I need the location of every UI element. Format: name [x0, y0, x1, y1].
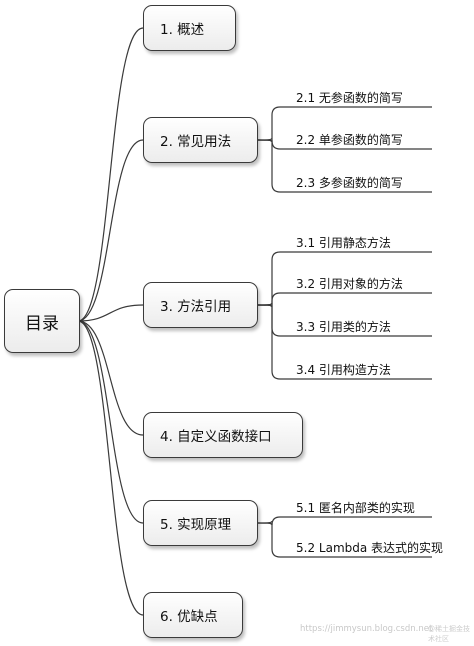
subtopic-label[interactable]: 5.2 Lambda 表达式的实现 [296, 541, 444, 555]
subtopic-label[interactable]: 2.1 无参函数的简写 [296, 91, 403, 105]
subtopic-label[interactable]: 3.1 引用静态方法 [296, 236, 391, 250]
connector-section5-subtopics [257, 522, 273, 526]
connector-section5-subtopics [271, 523, 432, 558]
subtopic-label[interactable]: 5.1 匿名内部类的实现 [296, 501, 415, 515]
section-node-common-usage[interactable]: 2. 常见用法 [143, 117, 258, 163]
connector-section2-subtopics [271, 106, 432, 140]
subtopic-label[interactable]: 2.2 单参函数的简写 [296, 133, 403, 147]
section-node-implementation-principle[interactable]: 5. 实现原理 [143, 500, 258, 546]
connector-root-to-section [77, 27, 144, 322]
section-label: 6. 优缺点 [160, 609, 218, 625]
root-node-toc[interactable]: 目录 [4, 289, 80, 353]
connector-section3-subtopics [271, 251, 432, 305]
section-node-overview[interactable]: 1. 概述 [143, 5, 236, 51]
connector-root-to-section [77, 320, 144, 616]
section-label: 4. 自定义函数接口 [160, 429, 272, 445]
connector-section3-subtopics [271, 292, 432, 305]
section-node-method-reference[interactable]: 3. 方法引用 [143, 282, 258, 328]
connector-section2-subtopics [257, 139, 273, 143]
root-label: 目录 [25, 313, 59, 334]
connector-section5-subtopics [271, 516, 432, 526]
subtopic-label[interactable]: 3.2 引用对象的方法 [296, 277, 403, 291]
connector-root-to-section [77, 320, 144, 436]
section-label: 3. 方法引用 [160, 299, 232, 315]
section-node-custom-functional-interface[interactable]: 4. 自定义函数接口 [143, 412, 303, 458]
section-node-pros-cons[interactable]: 6. 优缺点 [143, 592, 243, 638]
connector-root-to-section [77, 304, 144, 322]
watermark-logo: @稀土掘金技术社区 [428, 625, 470, 643]
section-label: 5. 实现原理 [160, 517, 232, 533]
section-label: 2. 常见用法 [160, 134, 232, 150]
watermark-url: https://jimmysun.blog.csdn.net [300, 624, 433, 634]
connector-section3-subtopics [271, 305, 432, 380]
connector-section2-subtopics [271, 140, 432, 193]
connector-root-to-section [77, 320, 144, 524]
section-label: 1. 概述 [160, 22, 205, 38]
subtopic-label[interactable]: 3.4 引用构造方法 [296, 363, 391, 377]
connector-section3-subtopics [257, 304, 273, 308]
connector-root-to-section [77, 139, 144, 322]
subtopic-label[interactable]: 3.3 引用类的方法 [296, 320, 391, 334]
subtopic-label[interactable]: 2.3 多参函数的简写 [296, 176, 403, 190]
